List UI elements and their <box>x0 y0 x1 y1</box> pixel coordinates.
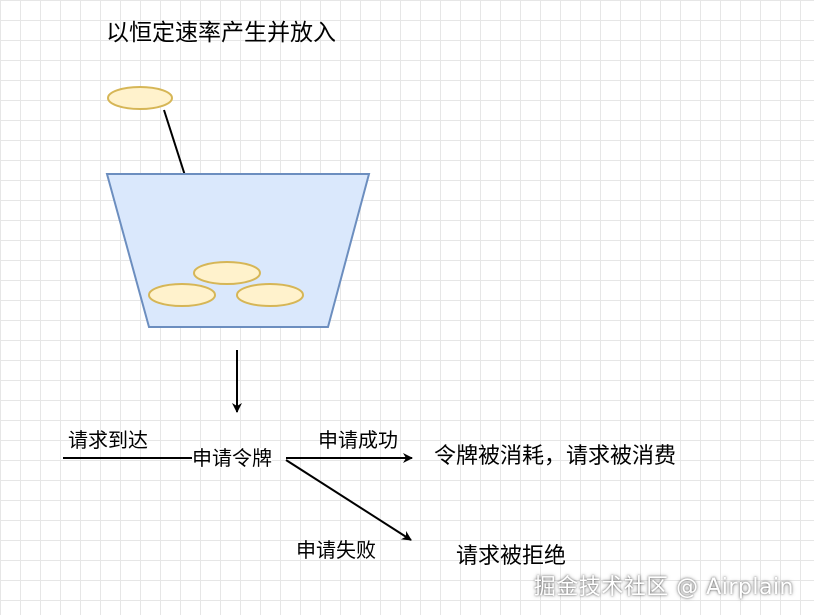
bucket-token <box>236 283 304 307</box>
request-arrive-label: 请求到达 <box>68 428 148 452</box>
consumed-label: 令牌被消耗，请求被消费 <box>434 444 677 469</box>
rejected-label: 请求被拒绝 <box>456 544 567 569</box>
falling-token <box>107 86 173 110</box>
fail-arrow <box>285 459 412 541</box>
bucket-token <box>193 261 261 285</box>
generate-label: 以恒定速率产生并放入 <box>106 20 336 46</box>
bucket-token <box>148 283 216 307</box>
token-bucket <box>105 173 371 328</box>
apply-fail-label: 申请失败 <box>296 538 376 562</box>
watermark: 掘金技术社区 @ Airplain <box>533 575 794 600</box>
apply-success-label: 申请成功 <box>318 428 398 452</box>
apply-token-label: 申请令牌 <box>192 446 272 470</box>
